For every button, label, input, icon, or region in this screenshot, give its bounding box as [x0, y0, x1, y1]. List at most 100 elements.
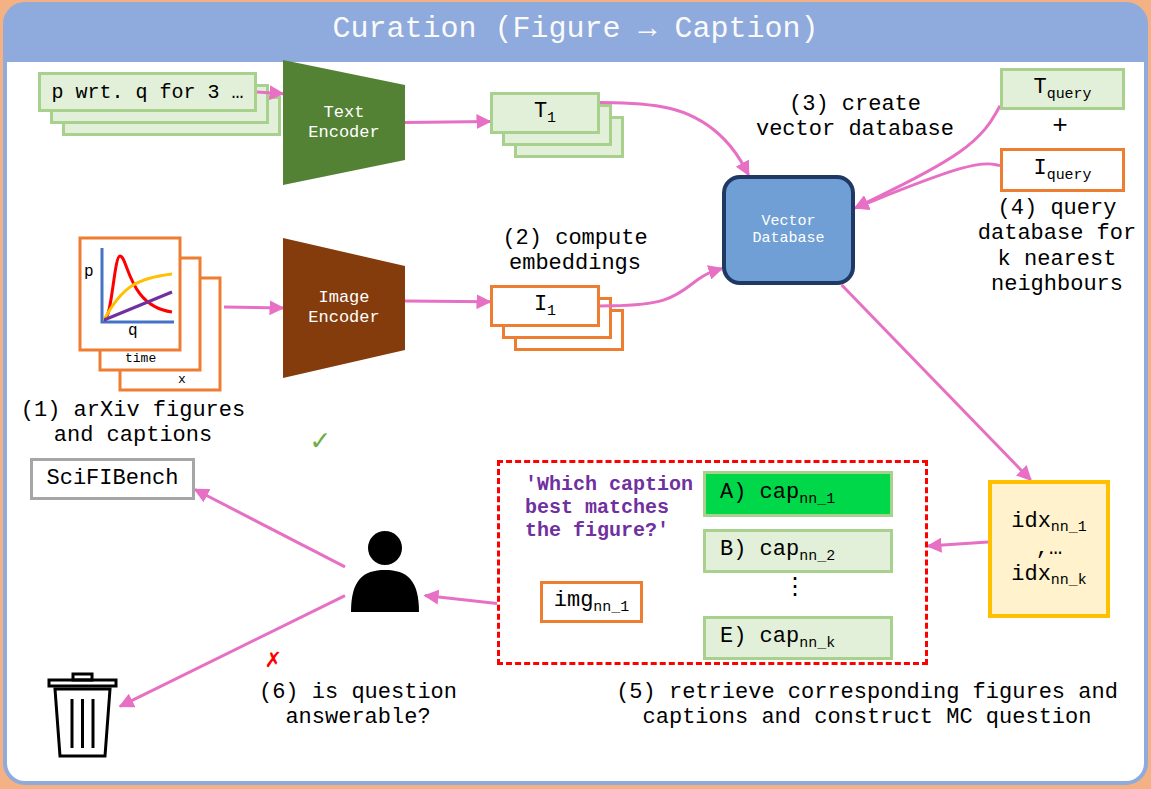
neighbour-indices: idxnn_1,…idxnn_k: [988, 480, 1110, 618]
flow-arrow: [842, 285, 1031, 480]
diagram-title: Curation (Figure → Caption): [5, 12, 1146, 47]
node-text: Vector Database: [752, 213, 824, 247]
subscript: query: [1047, 86, 1092, 102]
image-encoder-content: Image Encoder: [304, 288, 384, 327]
flow-arrow: [405, 121, 490, 122]
node-text: A) cap: [720, 480, 799, 505]
annotator-icon: [345, 530, 425, 612]
text-encoder: Text Encoder: [283, 60, 405, 185]
text-line: Tquery: [1033, 75, 1091, 103]
vector-database-content: Vector Database: [744, 213, 834, 248]
image-encoder: Image Encoder: [283, 238, 405, 378]
ellipsis-mark: ⋮: [780, 574, 810, 602]
plot-curve: [104, 256, 172, 320]
text-embedding-content: T1: [534, 99, 556, 127]
encoder-trapezoid: [283, 238, 405, 378]
answer-option-content: E) capnn_k: [720, 624, 835, 652]
panel-border: [5, 4, 1146, 783]
text-embedding: T1: [490, 92, 600, 134]
node-text: img: [554, 588, 594, 613]
text-line: idxnn_1: [1011, 509, 1087, 537]
header-band: [5, 4, 1146, 62]
step-label: (2) compute embeddings: [490, 226, 660, 277]
figure-stack-text: p: [84, 264, 94, 280]
trash-can: [55, 689, 110, 756]
benchmark-box: SciFIBench: [30, 458, 195, 500]
node-text: Image Encoder: [308, 288, 379, 327]
plot-curve: [104, 292, 172, 320]
text-line: T1: [534, 99, 556, 127]
flow-arrow: [257, 92, 283, 94]
node-text: p wrt. q for 3 …: [51, 81, 243, 104]
person-body: [351, 570, 419, 612]
query-text-embedding-content: Tquery: [1033, 75, 1091, 103]
figure-stack: pqtimex: [78, 236, 224, 394]
answer-option: E) capnn_k: [703, 616, 893, 660]
query-image-embedding-content: Iquery: [1033, 156, 1091, 184]
caption-stack: p wrt. q for 3 …: [38, 72, 257, 112]
subscript: nn_1: [799, 491, 835, 507]
figure-stack-shape: [78, 236, 224, 394]
plot-axes: [102, 248, 174, 322]
subscript: nn_1: [593, 599, 629, 615]
subscript: 1: [547, 303, 556, 319]
text-line: Vector Database: [744, 213, 834, 248]
accept-mark: ✓: [300, 425, 340, 460]
text-line: A) capnn_1: [720, 480, 835, 508]
step-label: (1) arXiv figures and captions: [8, 398, 258, 449]
text-line: p wrt. q for 3 …: [51, 81, 243, 104]
answer-option-content: A) capnn_1: [720, 480, 835, 508]
plot-curve: [104, 274, 172, 320]
figure-frame: [80, 238, 180, 350]
node-text: I: [534, 292, 547, 317]
benchmark-box-content: SciFIBench: [46, 466, 178, 491]
mc-question-region-text: 'Which caption best matches the figure?': [525, 473, 710, 542]
text-line: Iquery: [1033, 156, 1091, 184]
answer-option: B) capnn_2: [703, 529, 893, 573]
node-text: T: [1033, 75, 1046, 100]
text-encoder-content: Text Encoder: [304, 103, 384, 142]
vector-database: Vector Database: [722, 175, 855, 285]
node-text: E) cap: [720, 624, 799, 649]
trash-rib: [81, 699, 84, 748]
node-text: B) cap: [720, 537, 799, 562]
text-line: SciFIBench: [46, 466, 178, 491]
text-line: ,…: [1011, 536, 1087, 561]
query-image-embedding: Iquery: [1000, 148, 1125, 192]
text-line: Text Encoder: [304, 103, 384, 142]
reject-mark: ✗: [258, 646, 288, 676]
flow-arrow: [425, 596, 497, 604]
trash-lid: [49, 680, 116, 686]
flow-arrow: [224, 306, 283, 310]
mc-question-region: 'Which caption best matches the figure?'…: [497, 460, 928, 665]
image-embedding-content: I1: [534, 292, 556, 320]
neighbour-indices-content: idxnn_1,…idxnn_k: [1011, 509, 1087, 590]
panel-ground: [5, 4, 1146, 783]
subscript: 1: [547, 110, 556, 126]
text-line: imgnn_1: [554, 588, 630, 616]
node-text: idx: [1011, 562, 1051, 587]
figure-stack-text: x: [178, 373, 186, 386]
plus-sign: +: [1040, 112, 1080, 142]
trash-icon: [45, 672, 120, 758]
answer-option: A) capnn_1: [703, 471, 893, 517]
image-embedding: I1: [490, 285, 600, 327]
step-label: (6) is question answerable?: [248, 680, 468, 731]
trash-rib: [71, 699, 74, 748]
text-line: idxnn_k: [1011, 562, 1087, 590]
flow-arrow: [405, 300, 490, 304]
person-head: [368, 531, 402, 565]
subscript: nn_k: [799, 635, 835, 651]
caption-stack-content: p wrt. q for 3 …: [51, 81, 243, 104]
text-line: B) capnn_2: [720, 537, 835, 565]
query-text-embedding: Tquery: [1000, 68, 1125, 110]
annotator-icon-shape: [345, 530, 425, 612]
step-label: (4) query database for k nearest neighbo…: [973, 196, 1141, 297]
node-text: idx: [1011, 509, 1051, 534]
subscript: nn_2: [799, 548, 835, 564]
flow-arrow: [928, 542, 988, 546]
answer-option-content: B) capnn_2: [720, 537, 835, 565]
text-line: E) capnn_k: [720, 624, 835, 652]
node-text: T: [534, 99, 547, 124]
